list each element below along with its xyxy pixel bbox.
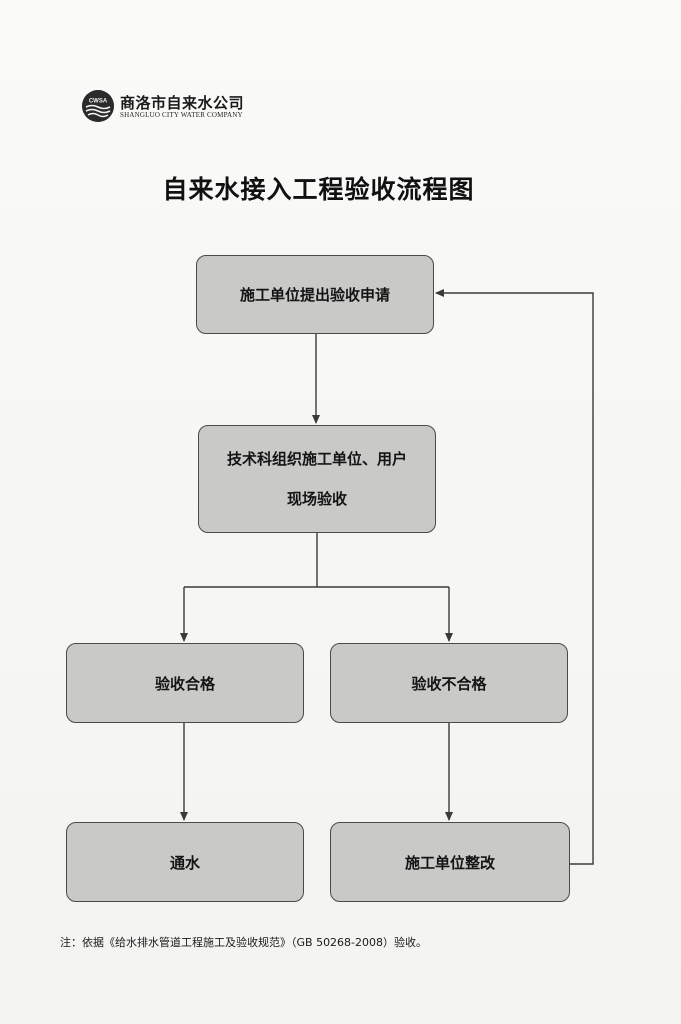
step-rectify-label: 施工单位整改 [404,853,495,872]
step-acceptance-passed: 验收合格 [66,643,304,723]
step-water-label: 通水 [169,853,200,872]
water-company-emblem-icon: CWSA [82,90,114,122]
step-inspect-label-line2: 现场验收 [286,489,347,508]
step-inspect-label-line1: 技术科组织施工单位、用户 [226,449,407,468]
connector-rectify-loop-back [435,289,594,865]
company-name-en: SHANGLUO CITY WATER COMPANY [120,111,243,119]
step-apply-label: 施工单位提出验收申请 [239,286,390,304]
footnote: 注：依据《给水排水管道工程施工及验收规范》（GB 50268-2008）验收。 [60,936,428,949]
company-name: 商洛市自来水公司 [120,94,245,112]
step-contractor-rectification: 施工单位整改 [330,822,570,902]
step-fail-label: 验收不合格 [411,674,487,693]
page-title-text: 自来水接入工程验收流程图 [162,175,475,204]
step-water-supply-on: 通水 [66,822,304,902]
company-logo: CWSA 商洛市自来水公司 SHANGLUO CITY WATER COMPAN… [82,90,272,126]
step-acceptance-failed: 验收不合格 [330,643,568,723]
step-pass-label: 验收合格 [154,674,215,693]
step-apply-for-acceptance: 施工单位提出验收申请 [196,255,434,334]
page-title: 自来水接入工程验收流程图 [0,170,681,206]
step-onsite-inspection: 技术科组织施工单位、用户 现场验收 [198,425,436,533]
logo-mark-text: CWSA [89,99,108,105]
